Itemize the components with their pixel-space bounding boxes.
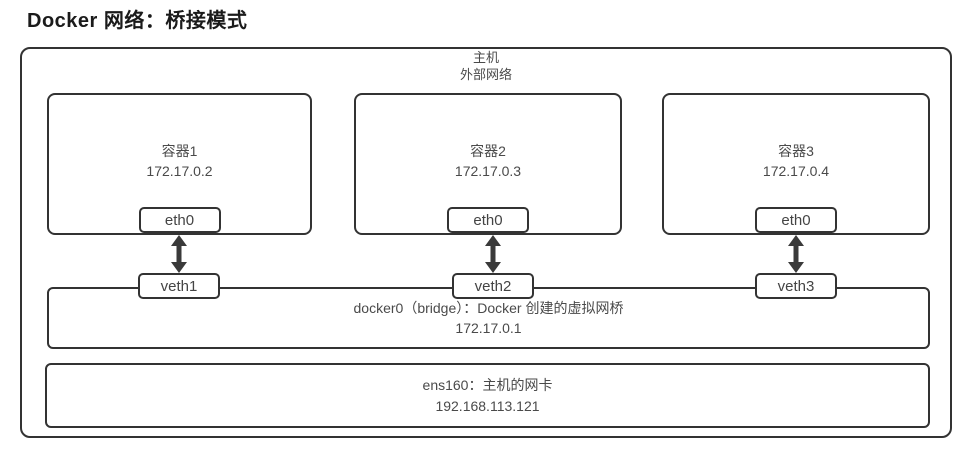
veth3-label: veth3 (777, 277, 815, 295)
container-3-name: 容器3 (778, 142, 814, 159)
veth2-box: veth2 (452, 273, 534, 299)
container-3-box: 容器3 172.17.0.4 eth0 (662, 93, 930, 235)
host-network: 外部网络 (459, 66, 512, 82)
container-1-box: 容器1 172.17.0.2 eth0 (47, 93, 312, 235)
docker0-bridge-ip: 172.17.0.1 (455, 320, 522, 336)
container-3-eth0-box: eth0 (755, 207, 837, 233)
container-2-name: 容器2 (470, 142, 506, 159)
container-2-eth0-label: eth0 (473, 211, 503, 229)
ens160-ip: 192.168.113.121 (435, 397, 540, 414)
container-2-label: 容器2 172.17.0.3 (455, 141, 521, 188)
host-name: 主机 (472, 50, 499, 65)
container-3-eth0-label: eth0 (781, 211, 811, 229)
container-2-ip: 172.17.0.3 (454, 163, 522, 179)
ens160-nic-box: ens160：主机的网卡 192.168.113.121 (45, 363, 930, 428)
veth2-label: veth2 (474, 277, 512, 295)
container-1-name: 容器1 (161, 142, 198, 159)
veth3-box: veth3 (755, 273, 837, 299)
veth1-label: veth1 (160, 277, 198, 295)
bidirectional-arrow-icon (485, 235, 501, 273)
container-1-label: 容器1 172.17.0.2 (146, 141, 212, 188)
container-1-ip: 172.17.0.2 (146, 163, 213, 179)
diagram-title: Docker 网络：桥接模式 (27, 10, 248, 32)
container-3-label: 容器3 172.17.0.4 (763, 141, 829, 188)
container-2-box: 容器2 172.17.0.3 eth0 (354, 93, 622, 235)
veth1-box: veth1 (138, 273, 220, 299)
host-label: 主机 外部网络 (22, 50, 950, 84)
bidirectional-arrow-icon (171, 235, 187, 273)
container-3-ip: 172.17.0.4 (762, 163, 830, 179)
ens160-label: ens160：主机的网卡 (422, 377, 553, 394)
container-2-eth0-box: eth0 (447, 207, 529, 233)
container-1-eth0-box: eth0 (138, 207, 221, 233)
container-1-eth0-label: eth0 (164, 211, 195, 229)
docker0-bridge-label: docker0（bridge）：Docker 创建的虚拟网桥 (353, 299, 624, 316)
host-box: 主机 外部网络 容器1 172.17.0.2 eth0 容器2 172.17.0… (20, 47, 952, 438)
bidirectional-arrow-icon (788, 235, 804, 273)
